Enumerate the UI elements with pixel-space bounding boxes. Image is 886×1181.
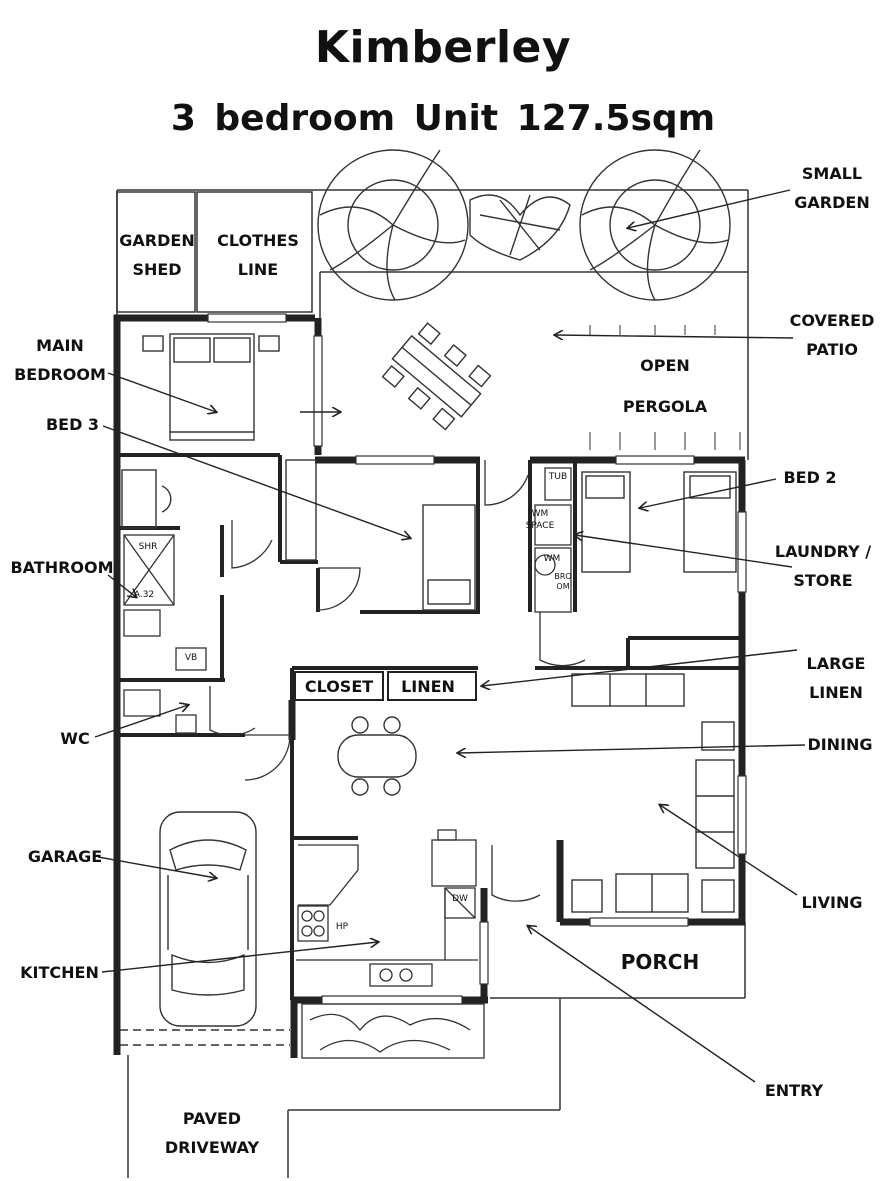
fixture-label-shr: SHR <box>138 542 158 552</box>
label-dining: DINING <box>807 735 873 754</box>
plan-title: Kimberley <box>314 22 572 73</box>
living-dining-furniture <box>337 673 735 913</box>
garage-car <box>120 811 290 1046</box>
label-bathroom: BATHROOM <box>10 558 114 577</box>
fixture-label-broom: BROOM <box>554 572 572 591</box>
label-bed-2: BED 2 <box>783 468 837 487</box>
pergola-posts <box>589 325 741 450</box>
label-porch: PORCH <box>620 950 700 974</box>
bedroom-furniture <box>121 333 737 611</box>
patio-table <box>381 322 492 431</box>
front-garden <box>301 1003 485 1059</box>
fixture-label-dw: DW <box>452 894 468 904</box>
label-paved-driveway: PAVED DRIVEWAY <box>164 1109 260 1157</box>
fixture-label-hp: HP <box>335 922 349 932</box>
label-wc: WC <box>60 729 90 748</box>
garden-trees <box>317 149 731 301</box>
interior-walls <box>117 453 742 1000</box>
label-small-garden: SMALL GARDEN <box>794 164 870 212</box>
label-living: LIVING <box>801 893 863 912</box>
label-closet: CLOSET <box>304 677 374 696</box>
fixture-label-vb: VB <box>184 653 198 663</box>
closet-linen-boxes <box>294 671 477 701</box>
windows <box>207 313 747 1005</box>
label-entry: ENTRY <box>764 1081 824 1100</box>
label-garage: GARAGE <box>27 847 103 866</box>
label-bed-3: BED 3 <box>45 415 100 434</box>
label-laundry-store: LAUNDRY / STORE <box>774 542 872 590</box>
fixture-label-tub: TUB <box>548 472 568 482</box>
label-garden-shed: GARDEN SHED <box>119 231 195 279</box>
site-boundary <box>116 189 749 1178</box>
label-pointer-arrows <box>94 189 806 1083</box>
label-main-bedroom: MAIN BEDROOM <box>14 336 106 384</box>
label-large-linen: LARGE LINEN <box>806 654 866 702</box>
kitchen-fixtures <box>296 829 478 987</box>
label-covered-patio: COVERED PATIO <box>789 311 875 359</box>
label-linen: LINEN <box>401 677 455 696</box>
fixture-label-wm: WM <box>543 554 561 564</box>
label-clothes-line: CLOTHES LINE <box>217 231 299 279</box>
label-pergola: PERGOLA <box>622 397 708 416</box>
plan-subtitle: 3 bedroom Unit 127.5sqm <box>170 98 716 139</box>
label-open: OPEN <box>640 356 690 375</box>
fixture-label-wm-space: WM SPACE <box>525 509 555 531</box>
fixture-label-a32: A.32 <box>133 590 155 600</box>
door-swings <box>209 460 586 902</box>
label-kitchen: KITCHEN <box>20 963 99 982</box>
